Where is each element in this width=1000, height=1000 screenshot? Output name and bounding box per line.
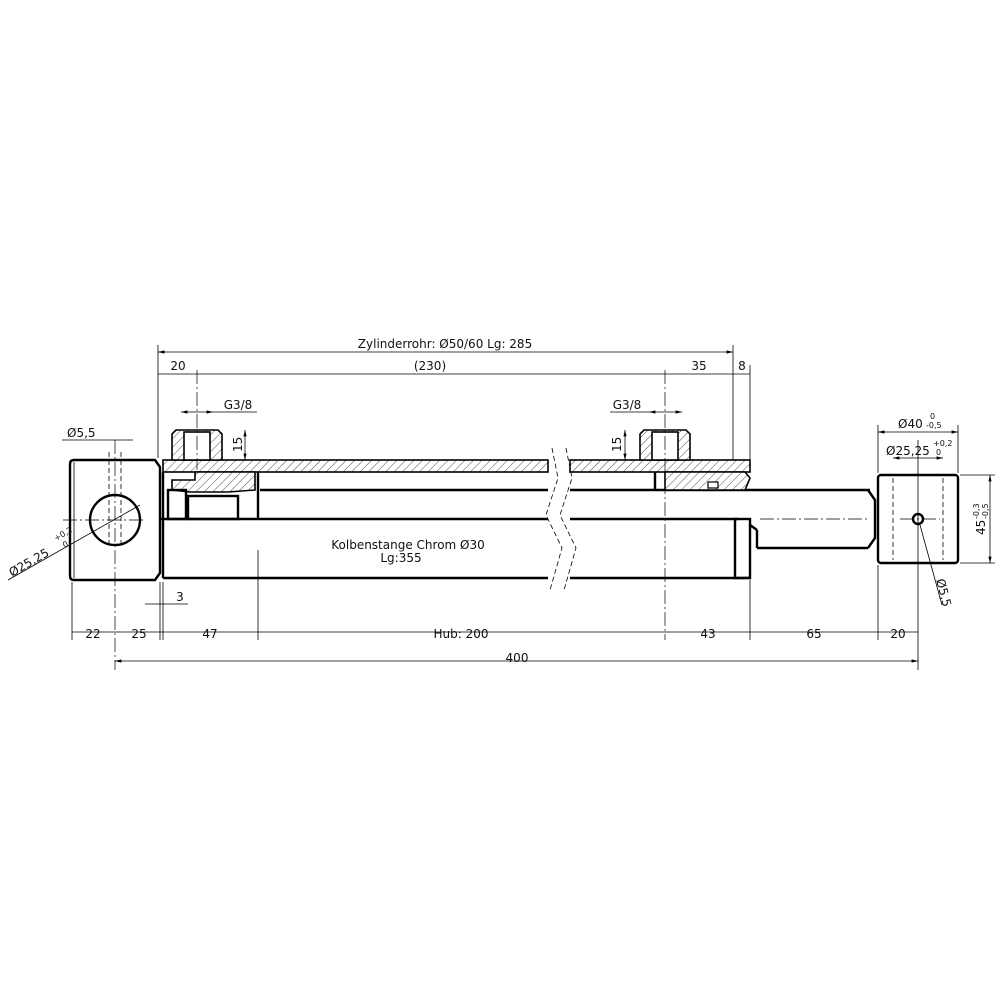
dimension-labels: Zylinderrohr: Ø50/60 Lg: 285 20 (230) 35…	[7, 337, 991, 665]
dim-65: 65	[806, 627, 821, 641]
right-eye-bore: Ø25,25	[886, 444, 930, 458]
dim-35: 35	[691, 359, 706, 373]
piston-rod	[757, 489, 877, 550]
dim-8: 8	[738, 359, 746, 373]
right-eye-hole: Ø5,5	[933, 577, 954, 608]
left-eye	[63, 440, 162, 670]
port-right-label: G3/8	[613, 398, 642, 412]
rod-label: Kolbenstange Chrom Ø30	[331, 538, 485, 552]
right-eye-bore-tol-upper: +0,2	[933, 439, 952, 448]
cylinder-tube	[160, 447, 870, 591]
port-right-height: 15	[610, 437, 624, 452]
right-eye-outer: Ø40	[898, 417, 923, 431]
left-eye-bore-dim: Ø25,25	[7, 546, 52, 580]
port-right	[639, 370, 691, 640]
dim-43: 43	[700, 627, 715, 641]
dim-22: 22	[85, 627, 100, 641]
dim-230: (230)	[414, 359, 446, 373]
port-left-height: 15	[231, 437, 245, 452]
left-eye-hole: Ø5,5	[67, 426, 96, 440]
right-eye-width: 45	[974, 520, 988, 535]
dim-20-top: 20	[170, 359, 185, 373]
port-left-label: G3/8	[224, 398, 253, 412]
dim-47: 47	[202, 627, 217, 641]
dim-20-bottom: 20	[890, 627, 905, 641]
tube-label: Zylinderrohr: Ø50/60 Lg: 285	[358, 337, 532, 351]
dim-25: 25	[131, 627, 146, 641]
right-eye-width-tol-lower: -0,5	[981, 503, 990, 519]
dimensions	[7, 345, 995, 663]
dim-stroke: Hub: 200	[433, 627, 488, 641]
right-eye-outer-tol-lower: -0,5	[926, 421, 942, 430]
right-eye-bore-tol-lower: 0	[936, 448, 941, 457]
right-eye	[876, 440, 960, 670]
rod-length: Lg:355	[380, 551, 421, 565]
right-eye-width-tol-upper: -0,3	[972, 503, 981, 519]
right-eye-outer-tol-upper: 0	[930, 412, 935, 421]
dim-3: 3	[176, 590, 184, 604]
port-left	[171, 370, 223, 470]
dim-total: 400	[506, 651, 529, 665]
left-eye-tol-lower: 0	[61, 539, 70, 549]
